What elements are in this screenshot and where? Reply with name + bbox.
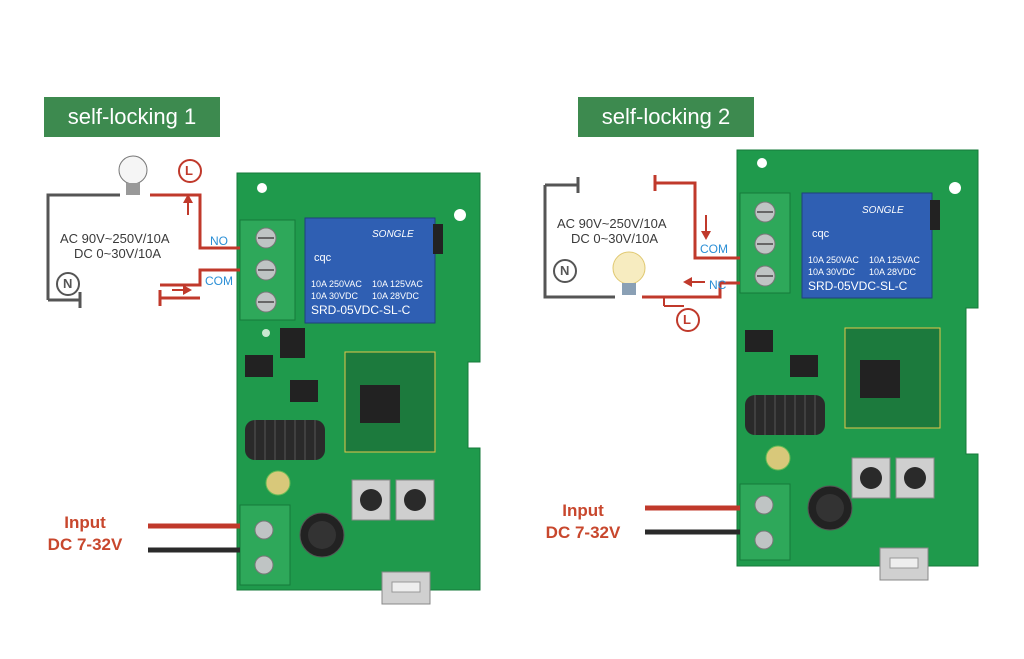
neutral-symbol-label-1: N <box>63 276 73 291</box>
live-symbol-icon <box>178 159 202 183</box>
terminal-label-1a: NO <box>210 234 228 248</box>
title-badge-1: self-locking 1 <box>44 97 220 137</box>
input-label-2: Input DC 7-32V <box>528 500 638 544</box>
relay-rating-2b: 10A 125VAC <box>869 255 920 265</box>
terminal-label-1b: COM <box>205 274 233 288</box>
screw-terminal-icon <box>739 483 791 561</box>
relay-rating-1b: 10A 125VAC <box>372 279 423 289</box>
screw-terminal-icon <box>239 504 291 586</box>
arrow-icon <box>172 194 193 295</box>
spec-ac-2: AC 90V~250V/10A <box>557 216 667 231</box>
relay-model-1: SRD-05VDC-SL-C <box>311 303 411 317</box>
screw-terminal-icon <box>239 219 296 321</box>
capacitor-icon <box>265 470 345 558</box>
button-icon <box>851 457 935 499</box>
relay-rating-1d: 10A 28VDC <box>372 291 420 301</box>
input-label-1: Input DC 7-32V <box>30 512 140 556</box>
input-title-1: Input <box>64 513 106 532</box>
neutral-symbol-label-2: N <box>560 263 570 278</box>
relay-model-2: SRD-05VDC-SL-C <box>808 279 908 293</box>
pcb-board-1 <box>236 172 481 605</box>
relay-brand-2: SONGLE <box>862 205 904 216</box>
antenna-coil-icon <box>745 395 825 435</box>
relay-brand-1: SONGLE <box>372 229 414 240</box>
relay-cert-1: cqc <box>314 252 332 264</box>
live-symbol-label-2: L <box>683 312 691 327</box>
relay-rating-2d: 10A 28VDC <box>869 267 917 277</box>
relay-1 <box>304 217 443 324</box>
capacitor-icon <box>765 445 853 531</box>
input-range-2: DC 7-32V <box>545 523 621 542</box>
bulb-icon <box>118 155 148 195</box>
screw-terminal-icon <box>739 192 791 294</box>
button-icon <box>351 479 435 521</box>
spec-dc-2: DC 0~30V/10A <box>571 231 659 246</box>
title-badge-2: self-locking 2 <box>578 97 754 137</box>
neutral-symbol-icon <box>56 272 80 296</box>
live-symbol-icon <box>676 308 700 332</box>
title-2: self-locking 2 <box>601 104 731 129</box>
input-title-2: Input <box>562 501 604 520</box>
pcb-board-2 <box>736 149 979 581</box>
wiring-1 <box>46 193 240 308</box>
antenna-coil-icon <box>245 420 325 460</box>
wiring-2 <box>543 175 740 307</box>
spec-dc-1: DC 0~30V/10A <box>74 246 162 261</box>
terminal-label-2a: COM <box>700 242 728 256</box>
relay-2 <box>801 192 940 299</box>
input-range-1: DC 7-32V <box>47 535 123 554</box>
relay-rating-1c: 10A 30VDC <box>311 291 359 301</box>
terminal-label-2b: NC <box>709 278 727 292</box>
usb-port-icon <box>879 547 929 581</box>
title-1: self-locking 1 <box>67 104 197 129</box>
live-symbol-label-1: L <box>185 163 193 178</box>
relay-rating-2c: 10A 30VDC <box>808 267 856 277</box>
spec-ac-1: AC 90V~250V/10A <box>60 231 170 246</box>
bulb-icon <box>612 251 646 295</box>
relay-cert-2: cqc <box>812 228 830 240</box>
relay-rating-2a: 10A 250VAC <box>808 255 859 265</box>
neutral-symbol-icon <box>553 259 577 283</box>
relay-rating-1a: 10A 250VAC <box>311 279 362 289</box>
arrow-icon <box>683 215 711 287</box>
usb-port-icon <box>381 571 431 605</box>
